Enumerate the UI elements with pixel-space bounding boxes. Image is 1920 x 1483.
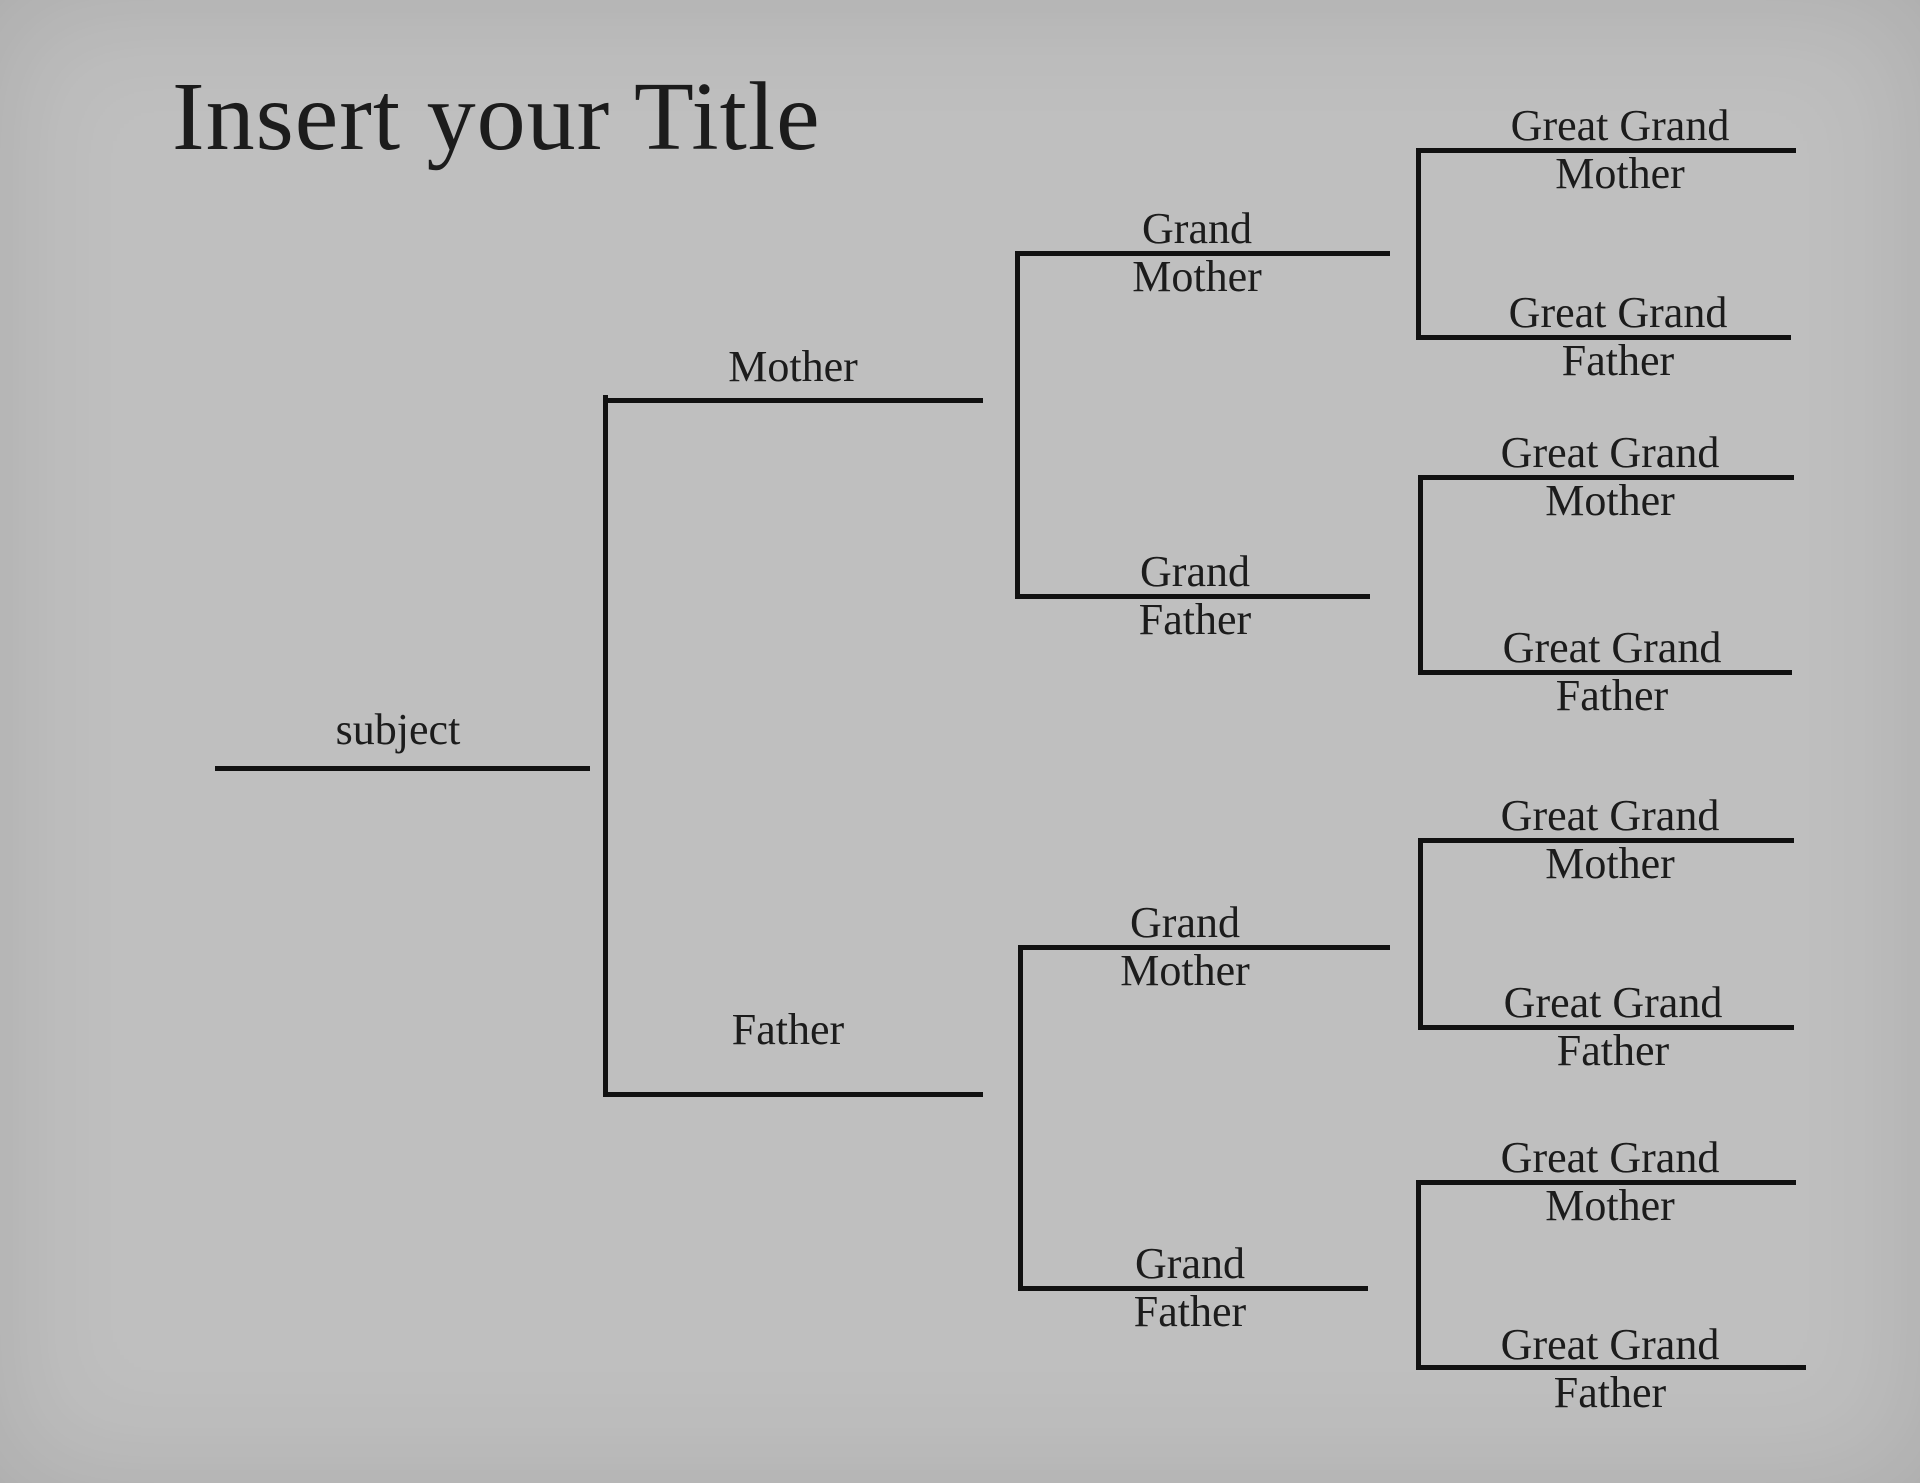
page-title: Insert your Title: [172, 63, 821, 171]
father-branch-line: [603, 1092, 983, 1097]
node-paternal-grandmother-label: Grand Mother: [1120, 898, 1250, 995]
node-great-grandfather-2-label: Great Grand Father: [1502, 623, 1722, 720]
paternal-grandfather-branch-line: [1018, 1286, 1368, 1291]
great-grandfather-4-branch-line: [1416, 1365, 1806, 1370]
great-grandmother-1-branch-line: [1416, 148, 1796, 153]
great-grandmother-2-branch-line: [1418, 475, 1794, 480]
subject-underline: [215, 766, 590, 771]
connector-vertical-great-grand-4: [1416, 1180, 1421, 1370]
great-grandfather-3-branch-line: [1418, 1025, 1794, 1030]
great-grandfather-2-branch-line: [1418, 670, 1792, 675]
maternal-grandmother-branch-line: [1015, 251, 1390, 256]
node-great-grandmother-3-label: Great Grand Mother: [1500, 791, 1720, 888]
node-subject-label: subject: [335, 705, 461, 754]
paternal-grandmother-branch-line: [1018, 945, 1390, 950]
connector-vertical-paternal-grandparents: [1018, 945, 1023, 1291]
node-great-grandmother-1-label: Great Grand Mother: [1510, 101, 1730, 198]
connector-vertical-great-grand-3: [1418, 838, 1423, 1030]
connector-vertical-parents: [603, 395, 608, 1097]
node-great-grandfather-1-label: Great Grand Father: [1508, 288, 1728, 385]
maternal-grandfather-branch-line: [1015, 594, 1370, 599]
node-great-grandmother-4-label: Great Grand Mother: [1500, 1133, 1720, 1230]
great-grandmother-4-branch-line: [1416, 1180, 1796, 1185]
mother-branch-line: [603, 398, 983, 403]
node-mother-label: Mother: [728, 342, 858, 391]
great-grandfather-1-branch-line: [1416, 335, 1791, 340]
node-paternal-grandfather-label: Grand Father: [1133, 1239, 1247, 1336]
great-grandmother-3-branch-line: [1418, 838, 1794, 843]
node-father-label: Father: [731, 1005, 845, 1054]
node-great-grandfather-4-label: Great Grand Father: [1500, 1320, 1720, 1417]
connector-vertical-great-grand-1: [1416, 148, 1421, 340]
connector-vertical-maternal-grandparents: [1015, 251, 1020, 599]
node-maternal-grandfather-label: Grand Father: [1138, 547, 1252, 644]
node-maternal-grandmother-label: Grand Mother: [1132, 204, 1262, 301]
node-great-grandfather-3-label: Great Grand Father: [1503, 978, 1723, 1075]
node-great-grandmother-2-label: Great Grand Mother: [1500, 428, 1720, 525]
connector-vertical-great-grand-2: [1418, 475, 1423, 675]
